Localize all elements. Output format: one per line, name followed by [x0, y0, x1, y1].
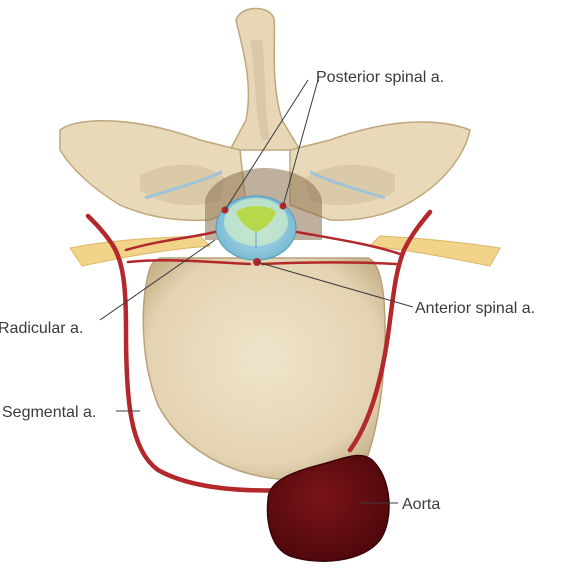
- vertebral-body: [142, 257, 386, 481]
- label-segmental: Segmental a.: [2, 404, 96, 421]
- arteries: [85, 202, 433, 493]
- vertebral-arch: [59, 7, 471, 240]
- label-aorta: Aorta: [402, 496, 440, 513]
- nerve-roots: [69, 235, 501, 267]
- label-anterior-spinal: Anterior spinal a.: [415, 300, 535, 317]
- spinal-cord: [215, 195, 297, 261]
- leader-lines: [99, 79, 414, 504]
- aorta: [266, 454, 390, 562]
- label-posterior-spinal: Posterior spinal a.: [316, 69, 444, 86]
- label-radicular: Radicular a.: [0, 320, 83, 337]
